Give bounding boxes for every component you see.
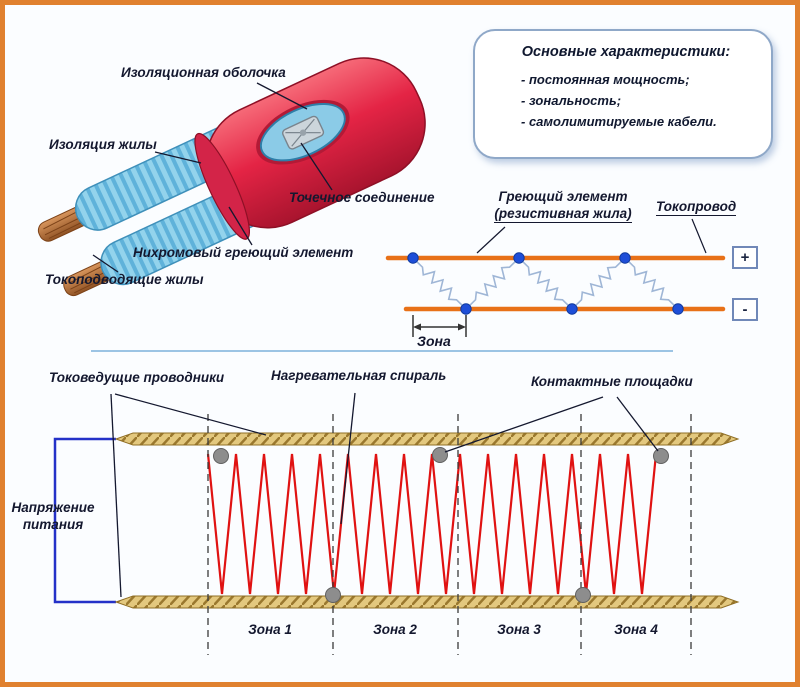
diagram-artwork: [37, 57, 740, 655]
cable-illustration: [37, 57, 426, 297]
bottom-schematic: [53, 392, 740, 655]
characteristics-item-3: - самолимитируемые кабели.: [521, 113, 717, 129]
bottom-conductor: [114, 595, 740, 609]
zone-4-label: Зона 4: [614, 622, 658, 637]
zone-3-label: Зона 3: [497, 622, 541, 637]
point-connection-window: [256, 99, 350, 165]
point-connection-label: Точечное соединение: [289, 190, 435, 205]
heating-element-label-line1: Греющий элемент: [498, 189, 628, 204]
plus-terminal: +: [732, 246, 758, 269]
bottom-pointer-lines: [110, 392, 659, 598]
zone-measure: [412, 315, 467, 337]
resistor-elements: [412, 257, 679, 310]
minus-terminal: -: [732, 298, 758, 321]
conductor-label: Токопровод: [656, 199, 737, 216]
zone-measure-label: Зона: [417, 333, 451, 349]
characteristics-item-1: - постоянная мощность;: [521, 72, 690, 87]
characteristics-title: Основные характеристики:: [521, 44, 731, 60]
supply-voltage-label: Напряжение питания: [7, 500, 99, 534]
conductors-label: Токоведущие проводники: [49, 370, 225, 385]
nichrome-element-label: Нихромовый греющий элемент: [133, 245, 354, 260]
core-insulation-label: Изоляция жилы: [49, 137, 157, 152]
heating-element-label-line2: (резистивная жила): [494, 205, 632, 223]
zone-1-label: Зона 1: [248, 622, 292, 637]
pads-label: Контактные площадки: [531, 374, 693, 389]
zone-schematic: [385, 218, 726, 337]
characteristics-item-2: - зональность;: [521, 92, 622, 108]
supply-voltage-label-line2: питания: [22, 516, 84, 532]
schematic-pointer-lines: [476, 218, 707, 254]
heating-spiral-zigzag: [206, 453, 658, 595]
lead-cores-label: Токоподводящие жилы: [45, 272, 204, 287]
connection-nodes: [407, 252, 684, 315]
contact-pads: [213, 447, 669, 603]
top-conductor: [114, 432, 740, 446]
supply-voltage-label-line1: Напряжение: [11, 500, 95, 515]
heating-element-label: Греющий элемент (резистивная жила): [479, 189, 647, 223]
supply-voltage-bracket: [53, 437, 116, 604]
zone-boundary-lines: [207, 414, 692, 655]
spiral-label: Нагревательная спираль: [271, 368, 447, 383]
cable-pointer-lines: [92, 82, 333, 273]
zone-2-label: Зона 2: [373, 622, 417, 637]
conductor-label-text: Токопровод: [656, 199, 737, 216]
characteristics-box: Основные характеристики: - постоянная мо…: [473, 29, 773, 159]
sheath-label: Изоляционная оболочка: [121, 65, 286, 80]
